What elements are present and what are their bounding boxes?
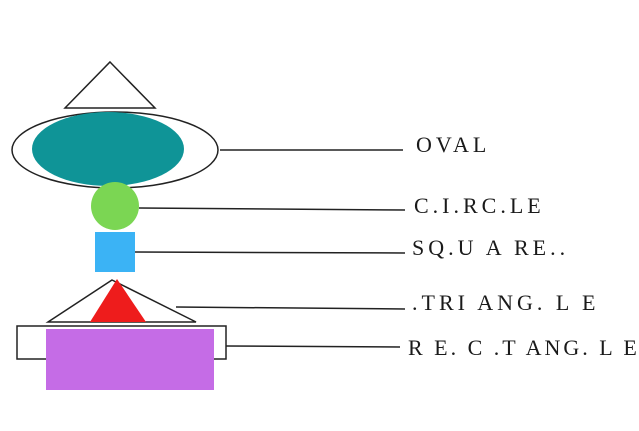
rectangle-label: R E. C .T ANG. L E. [408, 335, 639, 360]
oval-fill [32, 112, 184, 186]
triangle-leader-line [175, 306, 406, 310]
rectangle-leader-line [225, 345, 401, 348]
triangle-label: .TRI ANG. L E [412, 290, 600, 315]
triangle-fill [90, 279, 146, 322]
top-triangle-outline [63, 60, 157, 109]
circle-leader-line [138, 207, 406, 211]
circle-shape [91, 182, 139, 230]
circle-label: C.I.RC.LE [414, 193, 545, 218]
square-leader-line [134, 251, 406, 254]
square-shape [95, 232, 135, 272]
rectangle-fill [46, 329, 214, 390]
square-label: SQ.U A RE.. [412, 235, 570, 260]
oval-label: OVAL [416, 132, 491, 157]
